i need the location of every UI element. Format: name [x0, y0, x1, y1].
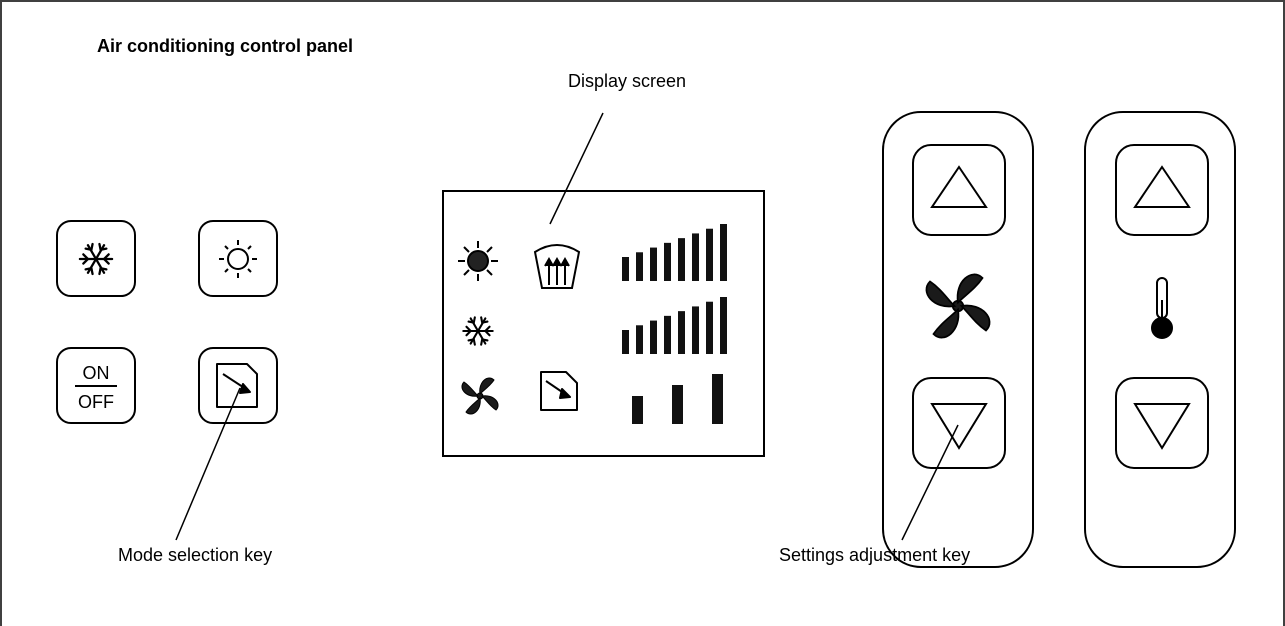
- up-triangle-icon: [930, 165, 988, 208]
- sun-icon: [219, 240, 257, 278]
- on-off-key[interactable]: ON OFF: [56, 347, 136, 424]
- up-triangle-icon: [1133, 165, 1191, 208]
- fan-down-key[interactable]: [912, 377, 1006, 469]
- display-bar: [622, 330, 629, 354]
- recirculation-icon: [216, 363, 258, 408]
- display-bar: [636, 325, 643, 354]
- mode-key[interactable]: [198, 347, 278, 424]
- display-bar: [712, 374, 723, 424]
- display-heating-icon: [458, 241, 498, 281]
- display-bar: [720, 297, 727, 354]
- display-screen-leader-line: [549, 112, 604, 225]
- settings-key-leader-line: [901, 424, 959, 541]
- settings-adjustment-key-label: Settings adjustment key: [779, 545, 971, 565]
- temp-up-key[interactable]: [1115, 144, 1209, 236]
- display-bar: [650, 247, 657, 281]
- display-defrost-icon: [533, 244, 581, 289]
- display-bar: [650, 320, 657, 354]
- display-bar: [672, 385, 683, 424]
- display-bar: [720, 224, 727, 281]
- mode-key-leader-line: [175, 387, 241, 541]
- display-bar: [632, 396, 643, 424]
- temp-down-key[interactable]: [1115, 377, 1209, 469]
- display-mode-icon: [540, 371, 578, 411]
- display-bar-row-1: [622, 224, 727, 281]
- fan-up-key[interactable]: [912, 144, 1006, 236]
- display-bar-row-3: [632, 374, 723, 424]
- display-bar: [706, 228, 713, 281]
- cooling-key[interactable]: [56, 220, 136, 297]
- diagram-title: Air conditioning control panel: [97, 36, 353, 56]
- down-triangle-icon: [930, 403, 988, 450]
- display-bar: [636, 252, 643, 281]
- down-triangle-icon: [1133, 403, 1191, 450]
- display-bar: [678, 238, 685, 281]
- display-bar: [664, 315, 671, 354]
- display-screen-label: Display screen: [568, 71, 687, 91]
- display-bar: [692, 306, 699, 354]
- display-bar: [678, 311, 685, 354]
- display-screen: [442, 190, 765, 457]
- mode-selection-key-label: Mode selection key: [118, 545, 273, 565]
- display-bar: [692, 233, 699, 281]
- display-bar: [664, 242, 671, 281]
- display-bar-row-2: [622, 297, 727, 354]
- thermometer-icon: [1151, 277, 1173, 339]
- on-label: ON: [83, 363, 110, 383]
- fan-speed-control: [882, 111, 1034, 568]
- display-bar: [622, 257, 629, 281]
- heating-key[interactable]: [198, 220, 278, 297]
- off-label: OFF: [78, 392, 114, 412]
- display-bar: [706, 301, 713, 354]
- temperature-control: [1084, 111, 1236, 568]
